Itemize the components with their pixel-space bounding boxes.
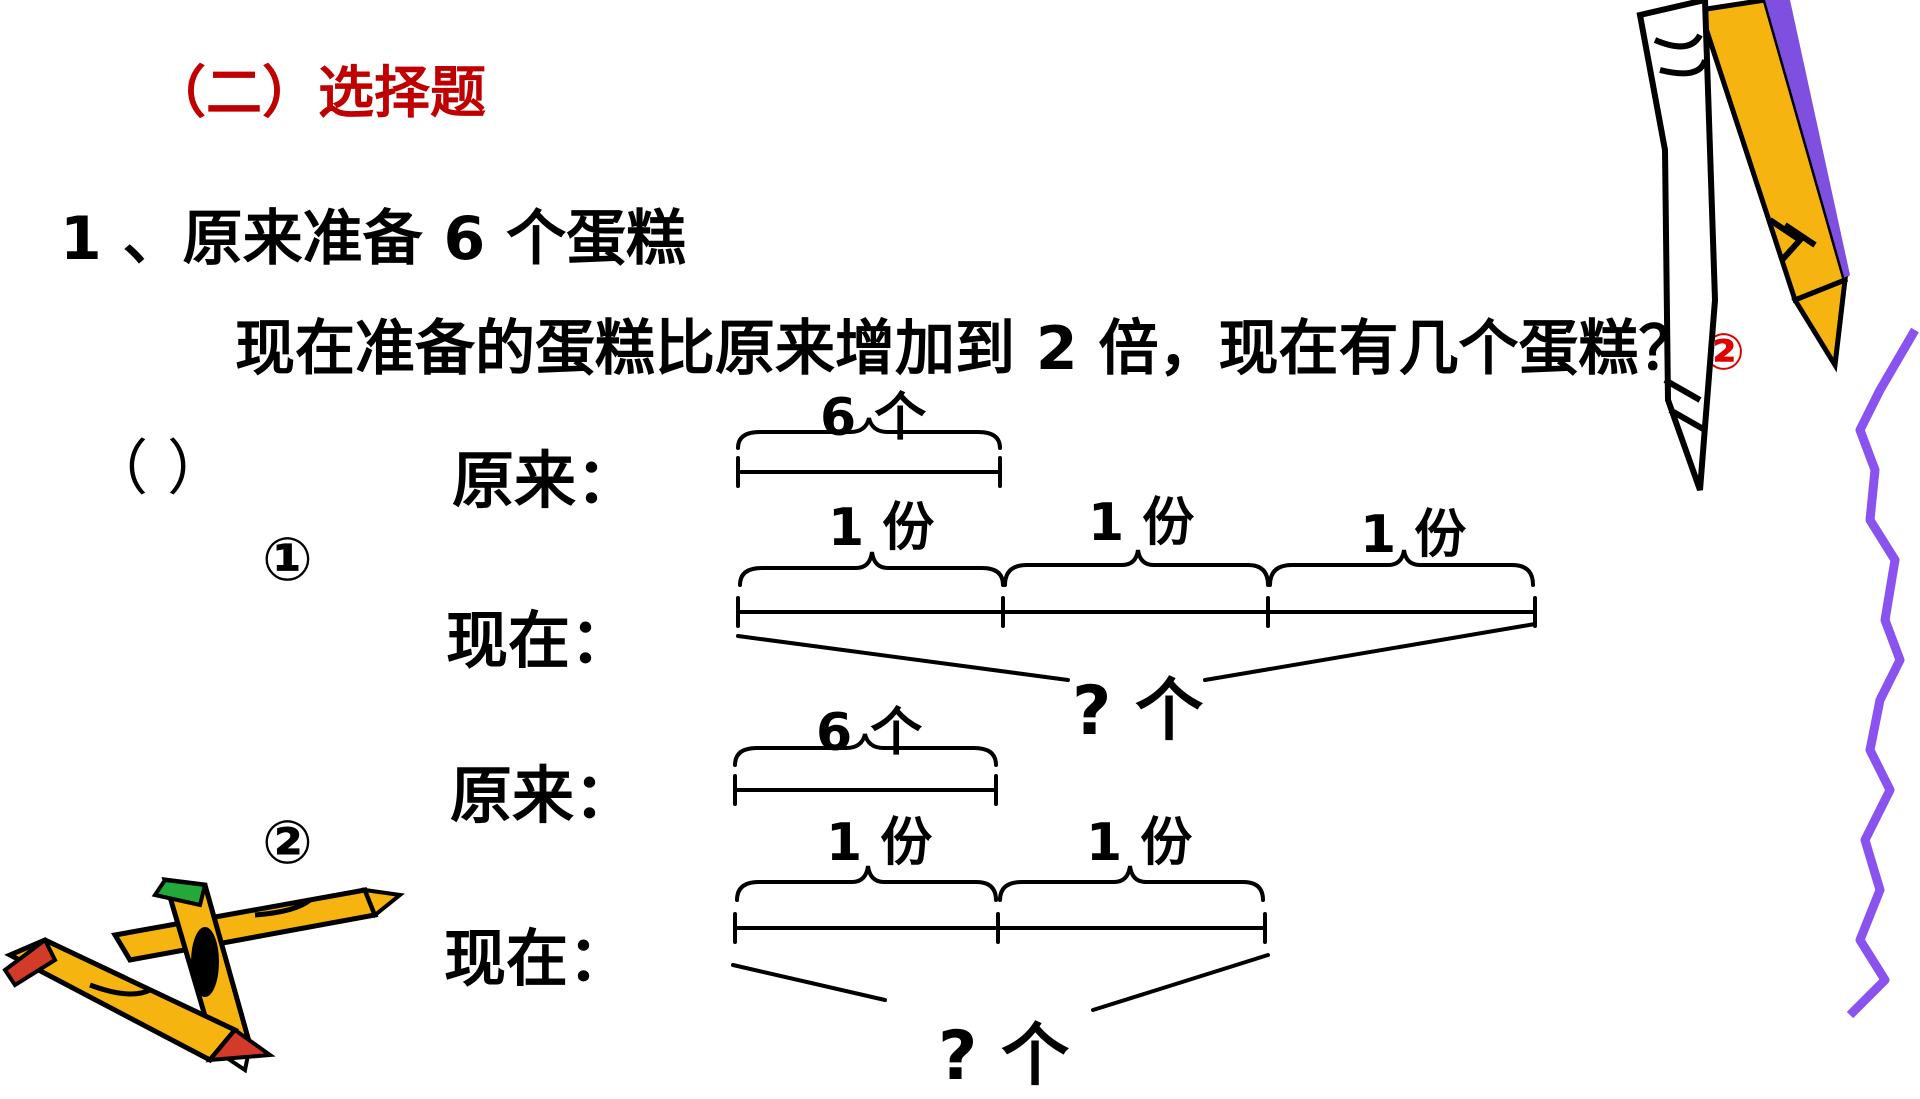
question-text: 现在准备的蛋糕比原来增加到 2 倍，现在有几个蛋糕？ [235, 314, 1699, 384]
option-2-original-brace [733, 733, 998, 767]
option-1-total-line-right [1203, 622, 1537, 682]
section-title: （二）选择题 [150, 61, 486, 126]
option-2-now-label: 现在： [444, 922, 631, 995]
option-1-now-label: 现在： [446, 604, 633, 677]
option-1-now-brace-3 [1268, 549, 1535, 587]
option-2-number[interactable]: ② [262, 808, 313, 878]
option-1-segment-1-label: 1 份 [828, 498, 935, 558]
option-1-now-bar [736, 596, 1537, 628]
option-2-original-total: 6 个 [816, 703, 923, 763]
option-1-segment-3-label: 1 份 [1360, 505, 1467, 565]
option-1-number[interactable]: ① [262, 525, 313, 595]
option-1-original-total: 6 个 [820, 388, 927, 448]
crossed-pencils-icon [2, 877, 405, 1074]
option-2-now-brace-2 [998, 865, 1265, 902]
question-line-1: 1 、原来准备 6 个蛋糕 [60, 204, 687, 274]
option-2-original-label: 原来： [450, 759, 637, 832]
option-2-now-brace-1 [735, 865, 998, 902]
wavy-border-decoration [1846, 327, 1919, 1019]
option-1-original-bar [736, 456, 1002, 488]
option-1-unknown-label: ? 个 [1072, 672, 1204, 751]
option-1-segment-2-label: 1 份 [1088, 493, 1195, 553]
question-line-2: 现在准备的蛋糕比原来增加到 2 倍，现在有几个蛋糕？② [235, 300, 1745, 387]
option-2-total-line-left [731, 963, 887, 1002]
pencil-icon [1636, 0, 1850, 492]
option-1-now-brace-1 [738, 551, 1005, 587]
option-1-original-label: 原来： [452, 444, 639, 517]
option-2-segment-1-label: 1 份 [826, 813, 933, 873]
option-2-segment-2-label: 1 份 [1086, 813, 1193, 873]
answer-blank[interactable]: （ ） [88, 434, 228, 504]
option-1-total-line-left [736, 634, 1070, 682]
option-2-total-line-right [1091, 953, 1270, 1012]
option-2-now-bar [733, 912, 1267, 944]
option-2-original-bar [733, 774, 998, 806]
option-1-original-brace [736, 417, 1002, 450]
option-1-now-brace-2 [1003, 549, 1270, 587]
